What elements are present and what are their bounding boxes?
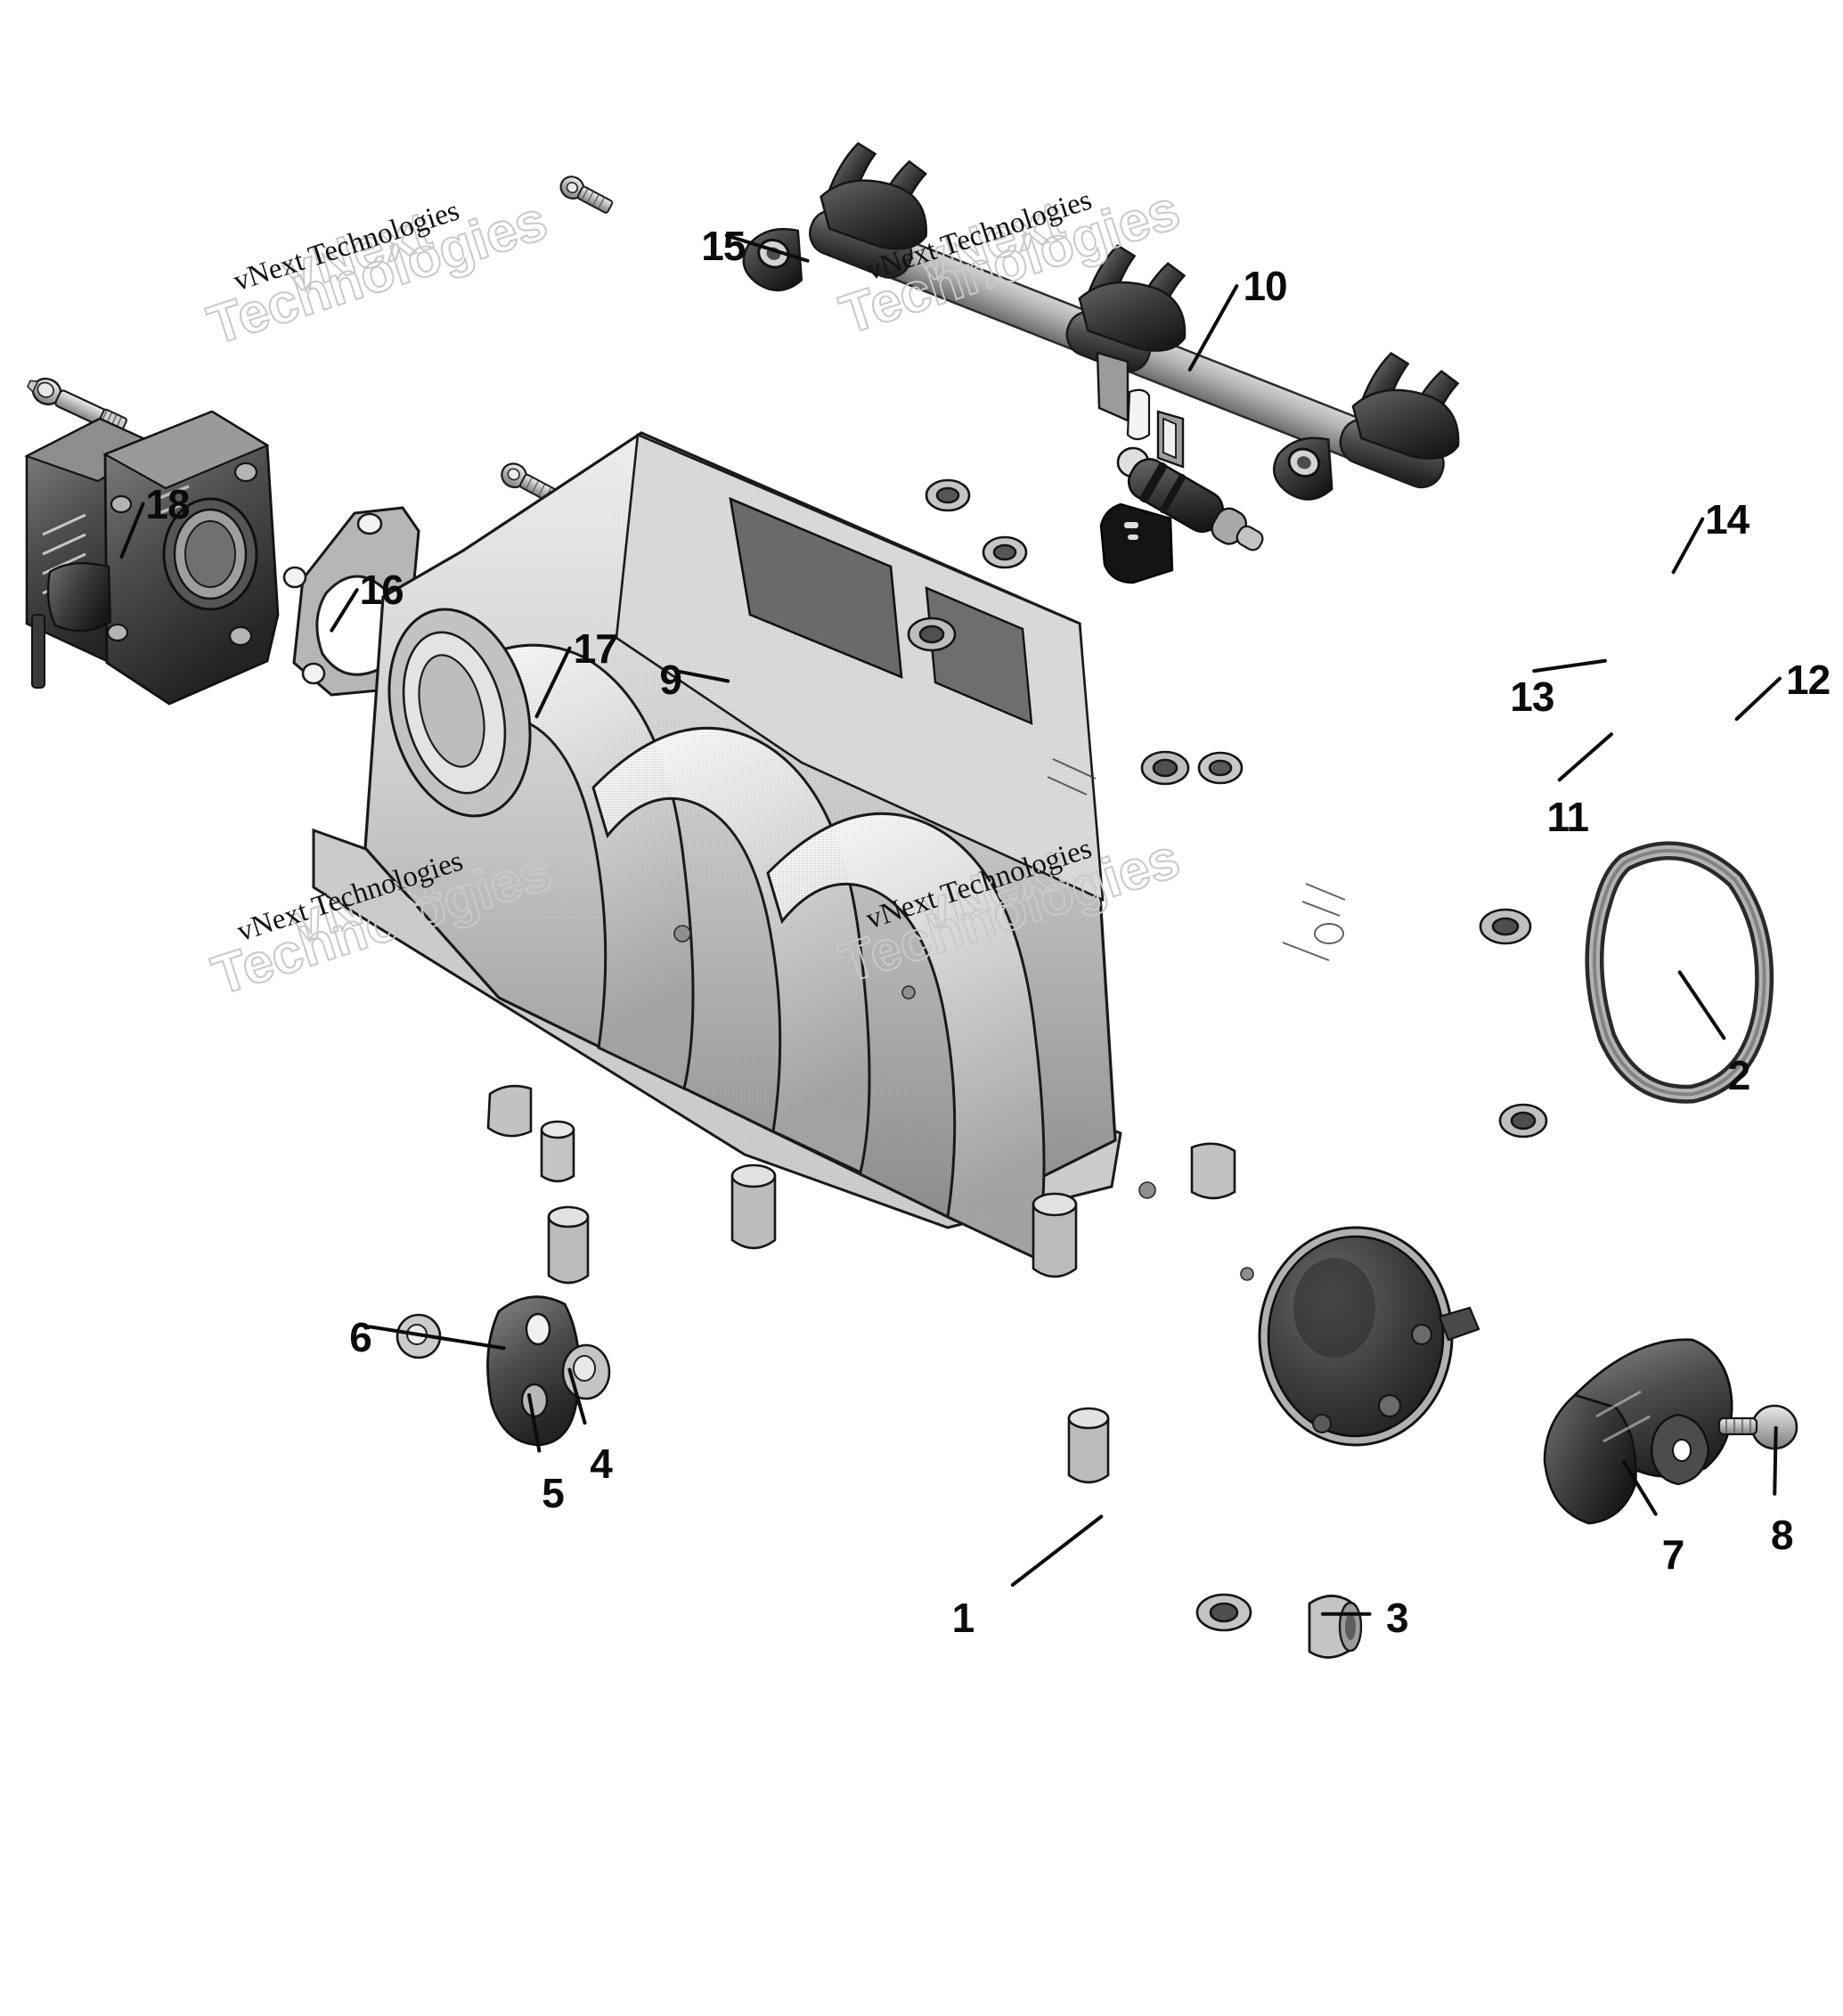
leader-line-intake-manifold — [1010, 1514, 1104, 1587]
callout-throttle-body-screw: 9 — [659, 657, 682, 704]
callout-sensor-screw: 8 — [1771, 1511, 1794, 1558]
leader-line-screw-bracket — [567, 1367, 587, 1425]
callout-screw-bracket: 4 — [590, 1440, 613, 1487]
callout-fuel-injector: 11 — [1546, 793, 1589, 840]
callout-fuel-rail: 10 — [1243, 263, 1287, 310]
part-injector-clip — [1096, 351, 1185, 469]
part-support-bracket — [486, 1295, 581, 1447]
callout-sealing-ring: 2 — [1727, 1051, 1751, 1098]
callout-map-sensor: 7 — [1661, 1531, 1685, 1579]
part-throttle-body-bolt — [26, 377, 127, 437]
part-map-sensor — [1543, 1338, 1733, 1525]
callout-support-bracket: 5 — [542, 1469, 565, 1516]
part-intake-manifold — [312, 431, 1548, 1632]
part-fuel-injector — [1099, 446, 1264, 584]
leader-line-fuel-rail-screw — [724, 233, 810, 263]
leader-line-o-ring-lower — [1734, 676, 1782, 722]
callout-injector-clip: 14 — [1705, 495, 1749, 543]
leader-line-bolt-bracket — [367, 1325, 506, 1351]
leader-line-fuel-rail — [1187, 284, 1239, 371]
callout-o-ring-lower: 12 — [1786, 657, 1831, 704]
leader-line-sealing-ring — [1677, 970, 1726, 1041]
part-sealing-ring — [1585, 841, 1774, 1104]
callout-throttle-body-bolt: 18 — [145, 480, 190, 527]
leader-line-throttle-body-bolt — [119, 502, 145, 559]
part-cap-plug — [1308, 1595, 1363, 1659]
leader-line-throttle-body-gasket — [534, 646, 572, 719]
leader-line-o-ring-upper — [1532, 658, 1607, 673]
part-bracket-screw — [561, 1343, 611, 1400]
part-throttle-body — [24, 410, 280, 706]
callout-bolt-bracket: 6 — [349, 1313, 372, 1360]
callout-o-ring-upper: 13 — [1510, 673, 1554, 720]
leader-line-throttle-body-screw — [673, 669, 730, 683]
leader-line-sensor-screw — [1773, 1425, 1778, 1496]
callout-throttle-body-gasket: 17 — [573, 624, 618, 672]
callout-throttle-body: 16 — [359, 567, 404, 614]
leader-line-map-sensor — [1622, 1460, 1658, 1516]
callout-fuel-rail-screw: 15 — [701, 222, 746, 269]
leader-line-throttle-body — [330, 588, 359, 633]
part-fuel-rail-screw — [559, 175, 614, 214]
part-fuel-rail — [742, 142, 1460, 501]
leader-line-fuel-injector — [1557, 732, 1613, 782]
leader-line-support-bracket — [526, 1392, 542, 1453]
callout-cap-plug: 3 — [1386, 1595, 1409, 1642]
callout-intake-manifold: 1 — [951, 1595, 975, 1642]
leader-line-injector-clip — [1671, 517, 1705, 575]
